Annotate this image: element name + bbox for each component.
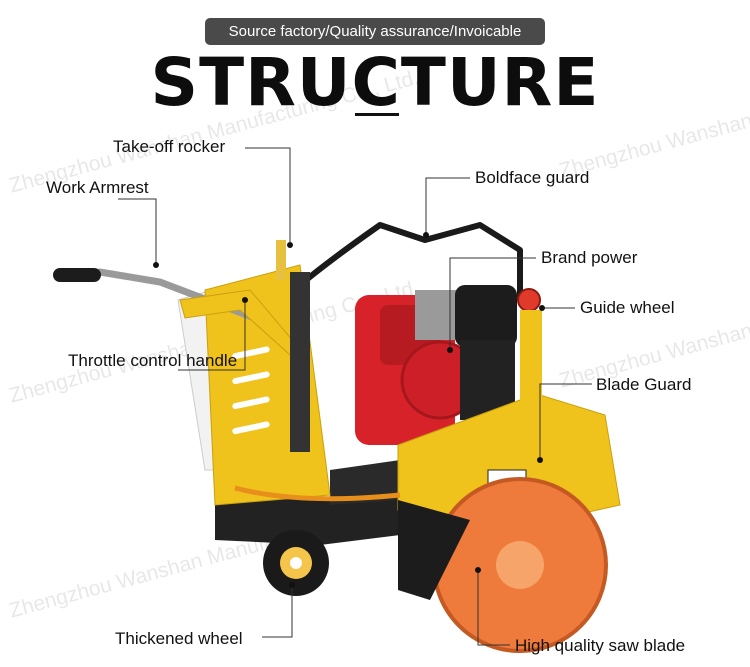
chassis-top [330, 460, 400, 505]
label-work-armrest: Work Armrest [46, 178, 149, 197]
label-brand-power: Brand power [541, 248, 638, 267]
guide-wheel-shape [517, 288, 541, 312]
label-guide-wheel: Guide wheel [580, 298, 675, 317]
guard-arm [520, 310, 542, 420]
handle-grip [53, 268, 101, 282]
chassis [215, 495, 400, 545]
fuel-hose [234, 485, 401, 502]
saw-blade-hub [496, 541, 544, 589]
label-thickened-wheel: Thickened wheel [115, 629, 243, 648]
label-saw-blade: High quality saw blade [515, 636, 686, 655]
title-underline [355, 113, 399, 116]
label-boldface-guard: Boldface guard [475, 168, 590, 187]
callout-dots [153, 232, 545, 588]
rocker-arm [276, 240, 286, 280]
wheel-axle [290, 557, 302, 569]
frame-slots [232, 346, 270, 435]
header-badge: Source factory/Quality assurance/Invoica… [205, 18, 545, 45]
air-filter [455, 285, 517, 347]
callout-lines [118, 147, 592, 646]
label-takeoff-rocker: Take-off rocker [113, 137, 226, 156]
boldface-guard-tube [298, 222, 523, 300]
blade-housing [398, 500, 470, 600]
page-title: STRUCTURE [150, 44, 600, 121]
label-throttle-handle: Throttle control handle [68, 351, 238, 370]
rocker-post [290, 272, 310, 452]
label-blade-guard: Blade Guard [596, 375, 692, 394]
